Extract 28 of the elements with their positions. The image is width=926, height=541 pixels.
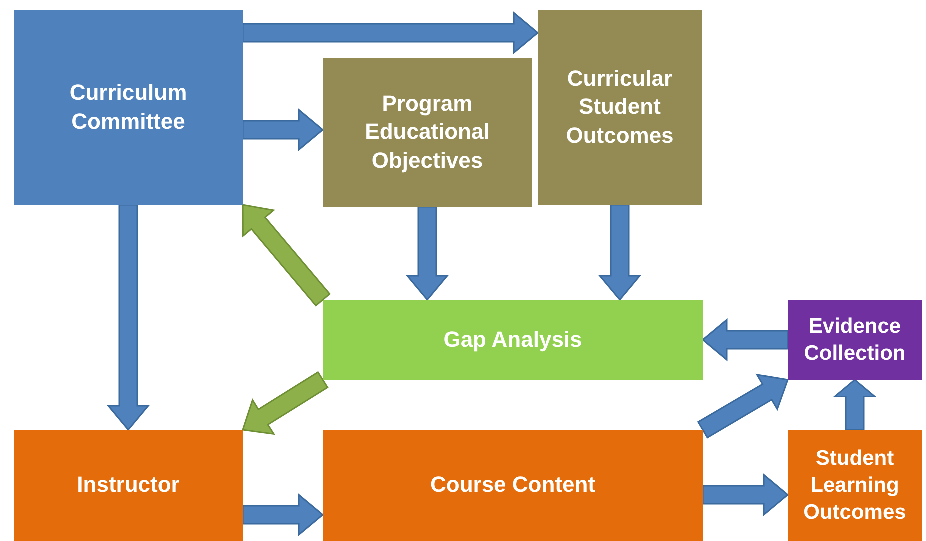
box-label: Student Learning Outcomes [802,446,908,526]
process-box [323,300,703,380]
block-arrow [242,204,331,307]
block-arrow [697,374,789,439]
box-label: Gap Analysis [444,326,582,354]
process-box [323,58,532,207]
block-arrow [106,204,150,432]
block-arrow [242,493,324,537]
block-arrow [242,11,540,55]
box-label: Program Educational Objectives [364,90,491,175]
box-label: Evidence Collection [803,314,907,367]
process-box [788,300,922,380]
box-label: Curriculum Committee [68,78,188,136]
process-box [788,430,922,541]
block-arrow [598,204,642,302]
block-arrow [242,108,324,152]
process-box [538,10,702,205]
box-label: Curricular Student Outcomes [565,64,675,150]
process-box [323,430,703,541]
block-arrow [406,206,450,302]
block-arrow [242,371,329,436]
block-arrow [702,473,790,517]
box-label: Course Content [430,471,596,500]
box-label: Instructor [77,471,180,500]
block-arrow [832,379,878,431]
block-arrow [702,318,789,362]
process-box [14,430,243,541]
process-box [14,10,243,205]
